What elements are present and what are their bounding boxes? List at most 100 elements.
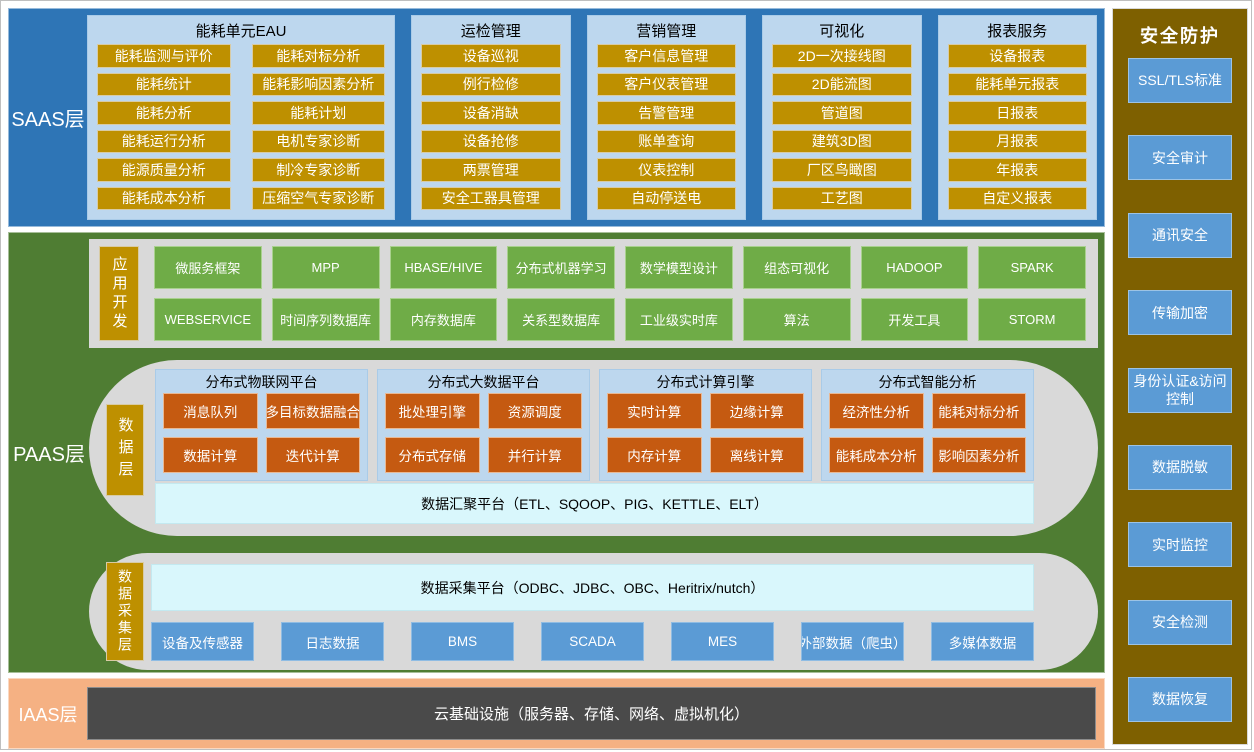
- group-items: 客户信息管理 客户仪表管理 告警管理 账单查询 仪表控制 自动停送电: [596, 44, 736, 210]
- saas-module: 例行检修: [421, 72, 561, 96]
- data-source: BMS: [411, 622, 514, 661]
- saas-module: 能耗单元报表: [947, 72, 1087, 96]
- data-component: 资源调度: [487, 393, 582, 429]
- eau-column-2: 能耗对标分析 能耗影响因素分析 能耗计划 电机专家诊断 制冷专家诊断 压缩空气专…: [251, 44, 385, 210]
- data-component: 边缘计算: [709, 393, 804, 429]
- data-component: 离线计算: [709, 437, 804, 473]
- data-layer-groups: 分布式物联网平台 消息队列 多目标数据融合 数据计算 迭代计算 分布式大数据平台: [155, 369, 1034, 481]
- iaas-layer-band: IAAS层 云基础设施（服务器、存储、网络、虚拟机化）: [8, 678, 1105, 749]
- saas-group-marketing: 营销管理 客户信息管理 客户仪表管理 告警管理 账单查询 仪表控制 自动停送电: [586, 15, 746, 220]
- group-distributed-iot-platform: 分布式物联网平台 消息队列 多目标数据融合 数据计算 迭代计算: [155, 369, 368, 481]
- security-item: 数据脱敏: [1128, 444, 1232, 490]
- group-grid: 实时计算 边缘计算 内存计算 离线计算: [607, 393, 804, 473]
- security-items: SSL/TLS标准 安全审计 通讯安全 传输加密 身份认证&访问控制 数据脱敏 …: [1128, 58, 1232, 722]
- saas-module: 2D一次接线图: [772, 44, 912, 68]
- app-dev-container: 应用开发 微服务框架 MPP HBASE/HIVE 分布式机器学习 数学模型设计…: [89, 239, 1098, 348]
- data-component: 批处理引擎: [385, 393, 480, 429]
- group-title: 分布式智能分析: [878, 374, 977, 390]
- saas-module: 能耗运行分析: [97, 129, 231, 153]
- saas-module: 设备巡视: [421, 44, 561, 68]
- data-sources-row: 设备及传感器 日志数据 BMS SCADA MES 外部数据（爬虫） 多媒体数据: [151, 622, 1034, 661]
- paas-component: 开发工具: [860, 298, 969, 341]
- saas-module: 设备抢修: [421, 129, 561, 153]
- app-dev-grid: 微服务框架 MPP HBASE/HIVE 分布式机器学习 数学模型设计 组态可视…: [154, 246, 1086, 341]
- saas-module: 账单查询: [596, 129, 736, 153]
- group-items: 设备巡视 例行检修 设备消缺 设备抢修 两票管理 安全工器具管理: [421, 44, 561, 210]
- cloud-infrastructure-box: 云基础设施（服务器、存储、网络、虚拟机化）: [87, 687, 1096, 740]
- saas-module: 能耗成本分析: [97, 186, 231, 210]
- data-component: 实时计算: [607, 393, 702, 429]
- group-grid: 批处理引擎 资源调度 分布式存储 并行计算: [385, 393, 582, 473]
- paas-component: MPP: [271, 246, 380, 289]
- saas-module: 告警管理: [596, 101, 736, 125]
- saas-module: 2D能流图: [772, 72, 912, 96]
- saas-module: 安全工器具管理: [421, 186, 561, 210]
- saas-module: 设备报表: [947, 44, 1087, 68]
- data-component: 多目标数据融合: [265, 393, 360, 429]
- saas-module: 月报表: [947, 129, 1087, 153]
- saas-module: 仪表控制: [596, 158, 736, 182]
- group-title: 分布式大数据平台: [427, 374, 540, 390]
- data-component: 内存计算: [607, 437, 702, 473]
- paas-component: 微服务框架: [154, 246, 262, 289]
- saas-module: 能耗对标分析: [251, 44, 385, 68]
- saas-module: 日报表: [947, 101, 1087, 125]
- paas-component: HBASE/HIVE: [389, 246, 498, 289]
- security-item: 安全审计: [1128, 135, 1232, 181]
- data-source: SCADA: [541, 622, 644, 661]
- security-item: SSL/TLS标准: [1128, 58, 1232, 103]
- security-item: 安全检测: [1128, 599, 1232, 645]
- data-source: MES: [671, 622, 774, 661]
- saas-module: 能耗分析: [97, 101, 231, 125]
- security-item: 传输加密: [1128, 290, 1232, 336]
- eau-columns: 能耗监测与评价 能耗统计 能耗分析 能耗运行分析 能源质量分析 能耗成本分析 能…: [97, 44, 385, 210]
- security-item: 身份认证&访问控制: [1128, 367, 1232, 413]
- saas-module: 客户信息管理: [596, 44, 736, 68]
- saas-module: 制冷专家诊断: [251, 158, 385, 182]
- data-component: 数据计算: [163, 437, 258, 473]
- eau-column-1: 能耗监测与评价 能耗统计 能耗分析 能耗运行分析 能源质量分析 能耗成本分析: [97, 44, 231, 210]
- group-title: 分布式物联网平台: [205, 374, 318, 390]
- group-distributed-compute-engine: 分布式计算引擎 实时计算 边缘计算 内存计算 离线计算: [599, 369, 812, 481]
- paas-content: 应用开发 微服务框架 MPP HBASE/HIVE 分布式机器学习 数学模型设计…: [89, 239, 1098, 670]
- data-source: 外部数据（爬虫）: [801, 622, 904, 661]
- paas-component: 算法: [742, 298, 851, 341]
- security-item: 实时监控: [1128, 522, 1232, 568]
- saas-module: 设备消缺: [421, 101, 561, 125]
- saas-group-energy-unit-eau: 能耗单元EAU 能耗监测与评价 能耗统计 能耗分析 能耗运行分析 能源质量分析 …: [87, 15, 395, 220]
- data-collect-layer-label: 数据采集层: [106, 562, 144, 661]
- security-item: 通讯安全: [1128, 212, 1232, 258]
- group-distributed-bigdata-platform: 分布式大数据平台 批处理引擎 资源调度 分布式存储 并行计算: [377, 369, 590, 481]
- group-distributed-intelligent-analysis: 分布式智能分析 经济性分析 能耗对标分析 能耗成本分析 影响因素分析: [821, 369, 1034, 481]
- paas-layer-band: PAAS层 应用开发 微服务框架 MPP HBASE/HIVE 分布式机器学习 …: [8, 232, 1105, 673]
- saas-module: 管道图: [772, 101, 912, 125]
- group-title: 营销管理: [636, 23, 697, 40]
- saas-module: 电机专家诊断: [251, 129, 385, 153]
- saas-group-operation-inspection: 运检管理 设备巡视 例行检修 设备消缺 设备抢修 两票管理 安全工器具管理: [411, 15, 571, 220]
- security-protection-column: 安全防护 SSL/TLS标准 安全审计 通讯安全 传输加密 身份认证&访问控制 …: [1112, 8, 1248, 745]
- data-component: 能耗成本分析: [829, 437, 924, 473]
- data-component: 能耗对标分析: [931, 393, 1026, 429]
- paas-component: SPARK: [978, 246, 1086, 289]
- data-layer-container: 数据层 分布式物联网平台 消息队列 多目标数据融合 数据计算 迭代计算: [89, 360, 1098, 536]
- saas-groups: 能耗单元EAU 能耗监测与评价 能耗统计 能耗分析 能耗运行分析 能源质量分析 …: [87, 9, 1104, 226]
- saas-group-visualization: 可视化 2D一次接线图 2D能流图 管道图 建筑3D图 厂区鸟瞰图 工艺图: [762, 15, 922, 220]
- data-source: 日志数据: [281, 622, 384, 661]
- paas-component: 关系型数据库: [507, 298, 615, 341]
- security-title: 安全防护: [1140, 26, 1220, 46]
- group-title: 能耗单元EAU: [195, 23, 287, 40]
- paas-component: 时间序列数据库: [271, 298, 380, 341]
- saas-module: 自定义报表: [947, 186, 1087, 210]
- saas-module: 能耗影响因素分析: [251, 72, 385, 96]
- saas-module: 两票管理: [421, 158, 561, 182]
- group-title: 可视化: [819, 23, 865, 40]
- group-items: 2D一次接线图 2D能流图 管道图 建筑3D图 厂区鸟瞰图 工艺图: [772, 44, 912, 210]
- paas-component: 工业级实时库: [625, 298, 733, 341]
- data-source: 设备及传感器: [151, 622, 254, 661]
- saas-module: 年报表: [947, 158, 1087, 182]
- data-aggregation-platform-bar: 数据汇聚平台（ETL、SQOOP、PIG、KETTLE、ELT）: [155, 483, 1034, 524]
- saas-module: 工艺图: [772, 186, 912, 210]
- app-dev-label: 应用开发: [99, 246, 139, 341]
- group-title: 分布式计算引擎: [656, 374, 755, 390]
- paas-component: 分布式机器学习: [507, 246, 615, 289]
